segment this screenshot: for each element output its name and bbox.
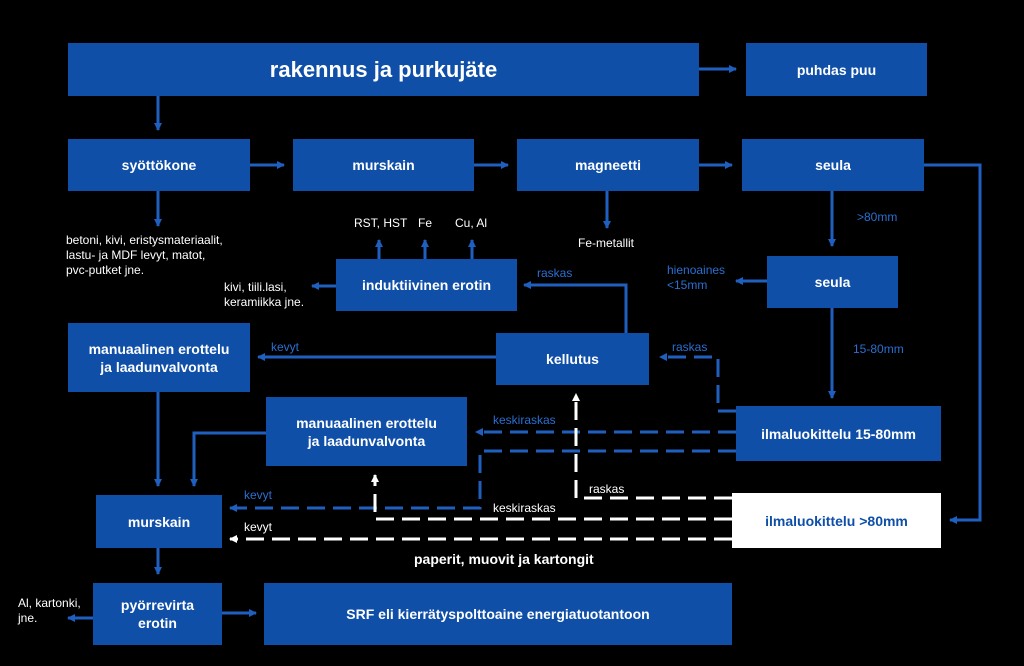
raskas-label-3: raskas — [589, 482, 625, 496]
srf-box: SRF eli kierrätyspolttoaine energiatuota… — [264, 583, 732, 645]
kivi-tiili-label: kivi, tiili.lasi, keramiikka jne. — [224, 280, 305, 309]
seula-box-2: seula — [767, 256, 898, 308]
kevyt-label-3: kevyt — [244, 520, 273, 534]
gt80mm-label: >80mm — [857, 210, 898, 224]
induktiivinen-erotin-box: induktiivinen erotin — [336, 259, 517, 311]
ilmaluokittelu-15-80-box: ilmaluokittelu 15-80mm — [736, 406, 941, 461]
raskas-label-2: raskas — [672, 340, 708, 354]
paperit-muovit-label: paperit, muovit ja kartongit — [414, 551, 594, 567]
al-kartonki-label: Al, kartonki, jne. — [18, 596, 81, 625]
puhdas-puu-box: puhdas puu — [746, 43, 927, 96]
manuaalinen-erottelu-box-1: manuaalinen erottelu ja laadunvalvonta — [68, 323, 250, 392]
raskas-label-1: raskas — [537, 266, 573, 280]
manuaalinen-erottelu-box-2: manuaalinen erottelu ja laadunvalvonta — [266, 397, 467, 466]
syottokone-box: syöttökone — [68, 139, 250, 191]
hienoaines-label: hienoaines <15mm — [667, 263, 726, 292]
fe-label: Fe — [418, 216, 433, 230]
magneetti-box: magneetti — [517, 139, 699, 191]
kevyt-label-2: kevyt — [244, 488, 273, 502]
fe-metallit-label: Fe-metallit — [578, 236, 635, 250]
cu-al-label: Cu, Al — [455, 216, 488, 230]
kellutus-box: kellutus — [496, 333, 649, 385]
murskain-box-1: murskain — [293, 139, 474, 191]
keskiraskas-label-2: keskiraskas — [493, 501, 556, 515]
seula-box-1: seula — [742, 139, 924, 191]
pyorrevirta-erotin-box: pyörrevirta erotin — [93, 583, 222, 645]
ilmaluokittelu-80-box: ilmaluokittelu >80mm — [732, 493, 941, 548]
rst-hst-label: RST, HST — [354, 216, 408, 230]
murskain-box-2: murskain — [96, 495, 222, 548]
rakennus-purkujate-box: rakennus ja purkujäte — [68, 43, 699, 96]
betoni-label: betoni, kivi, eristysmateriaalit, lastu-… — [66, 233, 223, 277]
15-80mm-label: 15-80mm — [853, 342, 904, 356]
keskiraskas-label-1: keskiraskas — [493, 413, 556, 427]
kevyt-label-1: kevyt — [271, 340, 300, 354]
